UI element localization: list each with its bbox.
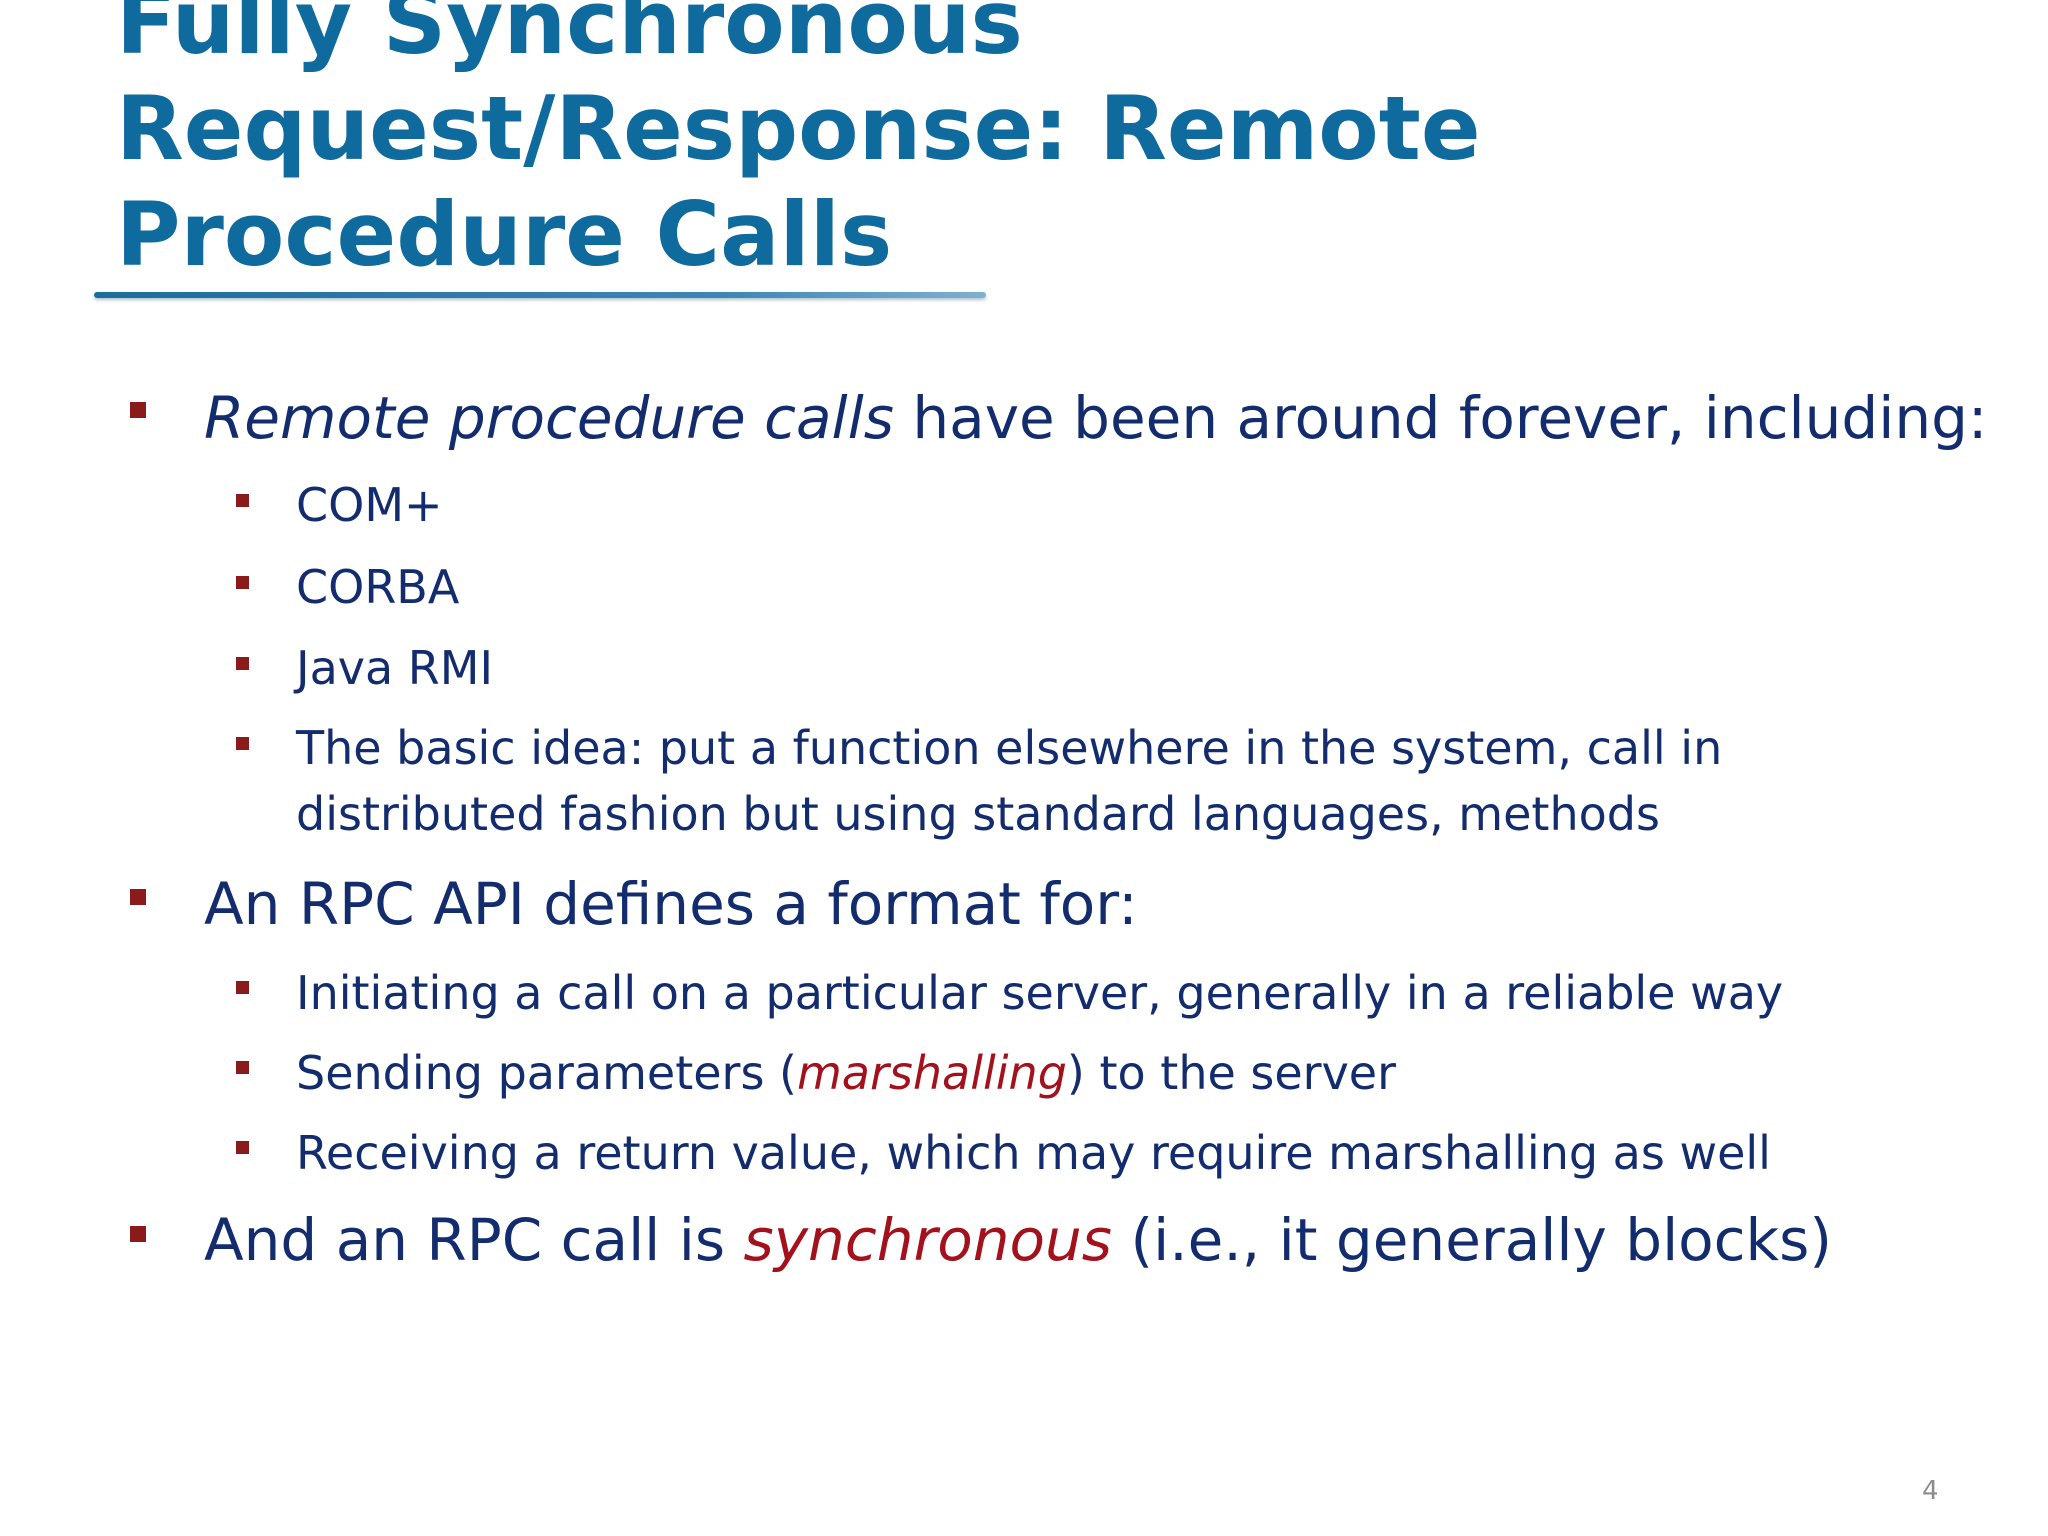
bullet-marker xyxy=(130,1226,146,1242)
bullet-3-post: (i.e., it generally blocks) xyxy=(1112,1206,1832,1274)
sub-bullet-marker xyxy=(236,576,249,589)
bullet-marker xyxy=(130,402,146,418)
sending-post: ) to the server xyxy=(1066,1046,1397,1100)
sending-pre: Sending parameters ( xyxy=(296,1046,797,1100)
title-underline xyxy=(94,292,986,298)
sub-bullet-java-rmi: Java RMI xyxy=(296,641,494,695)
synchronous-emphasis: synchronous xyxy=(743,1206,1113,1274)
sub-bullet-sending: Sending parameters (marshalling) to the … xyxy=(296,1040,1396,1106)
sub-bullet-marker xyxy=(236,1061,249,1074)
sub-bullet-corba: CORBA xyxy=(296,560,460,614)
bullet-1-text: have been around forever, including: xyxy=(893,384,1988,452)
sub-bullet-marker xyxy=(236,981,249,994)
title-line-1: Fully Synchronous xyxy=(116,0,1023,74)
bullet-3: And an RPC call is synchronous (i.e., it… xyxy=(204,1206,1832,1274)
bullet-3-pre: And an RPC call is xyxy=(204,1206,744,1274)
sub-bullet-marker xyxy=(236,657,249,670)
sub-bullet-marker xyxy=(236,1141,249,1154)
sub-bullet-basic-idea-line-1: The basic idea: put a function elsewhere… xyxy=(296,721,1723,775)
bullet-marker xyxy=(130,889,146,905)
sub-bullet-marker xyxy=(236,494,249,507)
page-number: 4 xyxy=(1922,1476,1939,1506)
sub-bullet-marker xyxy=(236,737,249,750)
title-line-3: Procedure Calls xyxy=(116,183,893,286)
bullet-1: Remote procedure calls have been around … xyxy=(204,384,1987,452)
title-line-2: Request/Response: Remote xyxy=(116,77,1481,180)
sub-bullet-basic-idea-line-2: distributed fashion but using standard l… xyxy=(296,787,1660,841)
sub-bullet-initiating: Initiating a call on a particular server… xyxy=(296,966,1784,1020)
bullet-2: An RPC API defines a format for: xyxy=(204,870,1138,938)
bullet-1-emphasis: Remote procedure calls xyxy=(204,384,894,452)
sub-bullet-com: COM+ xyxy=(296,478,443,532)
marshalling-emphasis: marshalling xyxy=(797,1046,1067,1100)
slide-title: Fully Synchronous Request/Response: Remo… xyxy=(116,0,1916,288)
sub-bullet-receiving: Receiving a return value, which may requ… xyxy=(296,1126,1771,1180)
